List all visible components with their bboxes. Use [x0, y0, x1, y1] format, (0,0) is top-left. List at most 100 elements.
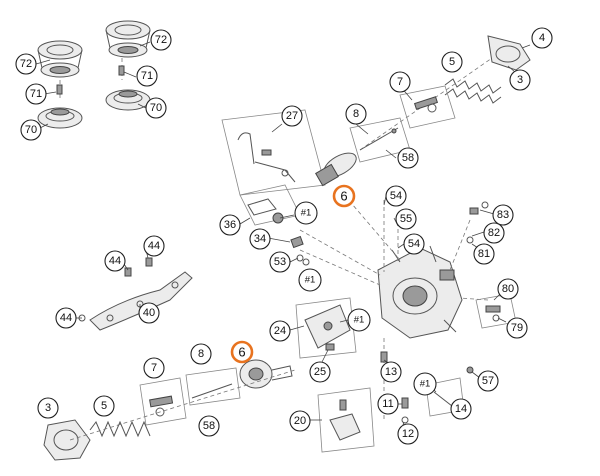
- callout-11: 11: [377, 393, 399, 415]
- callout-ref-1-middle: #1: [298, 268, 322, 292]
- slide-diaphragm-upper: [315, 152, 357, 187]
- svg-text:8: 8: [198, 348, 204, 360]
- svg-text:8: 8: [353, 108, 359, 120]
- callout-4: 4: [531, 27, 553, 49]
- svg-text:55: 55: [400, 213, 412, 225]
- throttle-linkage: [239, 184, 310, 266]
- svg-text:44: 44: [148, 240, 160, 252]
- svg-text:3: 3: [517, 74, 523, 86]
- svg-text:7: 7: [151, 362, 157, 374]
- callout-6-bottom-highlighted: 6: [230, 340, 254, 364]
- svg-text:27: 27: [286, 110, 298, 122]
- svg-text:24: 24: [274, 325, 286, 337]
- svg-text:5: 5: [449, 56, 455, 68]
- callout-34: 34: [249, 228, 271, 250]
- svg-text:6: 6: [238, 345, 245, 360]
- callout-83: 83: [492, 204, 514, 226]
- svg-text:58: 58: [203, 420, 215, 432]
- callout-25: 25: [309, 361, 331, 383]
- svg-text:3: 3: [45, 402, 51, 414]
- svg-text:11: 11: [382, 398, 393, 410]
- callout-40: 40: [138, 302, 160, 324]
- svg-text:71: 71: [141, 70, 153, 82]
- svg-text:5: 5: [101, 400, 107, 412]
- svg-text:40: 40: [143, 307, 155, 319]
- intake-flange-left-assembly: [37, 40, 83, 129]
- svg-text:44: 44: [60, 312, 72, 324]
- svg-text:25: 25: [314, 366, 326, 378]
- callout-6-top-highlighted: 6: [332, 184, 356, 208]
- mounting-bracket: [78, 257, 193, 331]
- callout-71-left: 71: [25, 83, 47, 105]
- svg-text:70: 70: [25, 124, 37, 136]
- callout-8-bottom: 8: [190, 343, 212, 365]
- callout-7-top: 7: [389, 71, 411, 93]
- callout-70-right: 70: [145, 97, 167, 119]
- lower-jets: [317, 338, 474, 453]
- svg-text:71: 71: [30, 88, 42, 100]
- callout-3-top: 3: [509, 69, 531, 91]
- callout-12: 12: [397, 423, 419, 445]
- svg-text:58: 58: [402, 152, 414, 164]
- callout-71-right: 71: [136, 65, 158, 87]
- svg-text:4: 4: [539, 32, 545, 44]
- callout-58-top: 58: [397, 147, 419, 169]
- svg-text:54: 54: [390, 190, 402, 202]
- callout-20: 20: [289, 410, 311, 432]
- callout-ref-1-gasket: #1: [347, 308, 371, 332]
- svg-text:34: 34: [254, 233, 266, 245]
- svg-text:#1: #1: [354, 315, 365, 326]
- svg-text:#1: #1: [305, 275, 316, 286]
- callout-7-bottom: 7: [143, 357, 165, 379]
- svg-text:44: 44: [109, 255, 121, 267]
- callout-72-left: 72: [15, 53, 37, 75]
- svg-text:6: 6: [340, 189, 347, 204]
- callout-57: 57: [477, 370, 499, 392]
- callout-72-right: 72: [150, 29, 172, 51]
- callout-81: 81: [473, 243, 495, 265]
- svg-text:82: 82: [488, 227, 500, 239]
- svg-text:7: 7: [397, 76, 403, 88]
- callout-55: 55: [395, 208, 417, 230]
- callout-27: 27: [281, 105, 303, 127]
- svg-text:72: 72: [20, 58, 32, 70]
- callout-80: 80: [497, 278, 519, 300]
- svg-text:81: 81: [478, 248, 490, 260]
- top-cover-spring-assembly: [359, 35, 531, 151]
- svg-text:80: 80: [502, 283, 514, 295]
- svg-text:79: 79: [511, 322, 523, 334]
- svg-text:#1: #1: [420, 379, 431, 390]
- svg-text:12: 12: [402, 428, 414, 440]
- right-screws: [466, 201, 489, 244]
- svg-text:13: 13: [385, 366, 397, 378]
- svg-text:#1: #1: [301, 208, 312, 219]
- svg-text:83: 83: [497, 209, 509, 221]
- intake-flange-right-assembly: [105, 20, 151, 111]
- upper-needle-assembly: [221, 85, 456, 196]
- svg-text:53: 53: [274, 256, 286, 268]
- callout-54-upper: 54: [385, 185, 407, 207]
- callout-79: 79: [506, 317, 528, 339]
- callout-36: 36: [219, 214, 241, 236]
- svg-text:54: 54: [408, 238, 420, 250]
- callout-3-bottom: 3: [37, 397, 59, 419]
- callout-54-lower: 54: [403, 233, 425, 255]
- callout-ref-1-lower: #1: [413, 372, 437, 396]
- callout-14: 14: [450, 398, 472, 420]
- callout-8-top: 8: [345, 103, 367, 125]
- callout-24: 24: [269, 320, 291, 342]
- callout-5-top: 5: [441, 51, 463, 73]
- callout-44-right: 44: [143, 235, 165, 257]
- svg-text:36: 36: [224, 219, 236, 231]
- svg-text:70: 70: [150, 102, 162, 114]
- callout-ref-1-linkage: #1: [294, 201, 318, 225]
- callout-44-left: 44: [104, 250, 126, 272]
- float-bowl-gasket: [295, 297, 357, 359]
- callout-58-bottom: 58: [198, 415, 220, 437]
- svg-text:14: 14: [455, 403, 467, 415]
- lower-needle-assembly: [43, 359, 296, 461]
- svg-text:20: 20: [294, 415, 306, 427]
- callout-53: 53: [269, 251, 291, 273]
- svg-text:57: 57: [482, 375, 494, 387]
